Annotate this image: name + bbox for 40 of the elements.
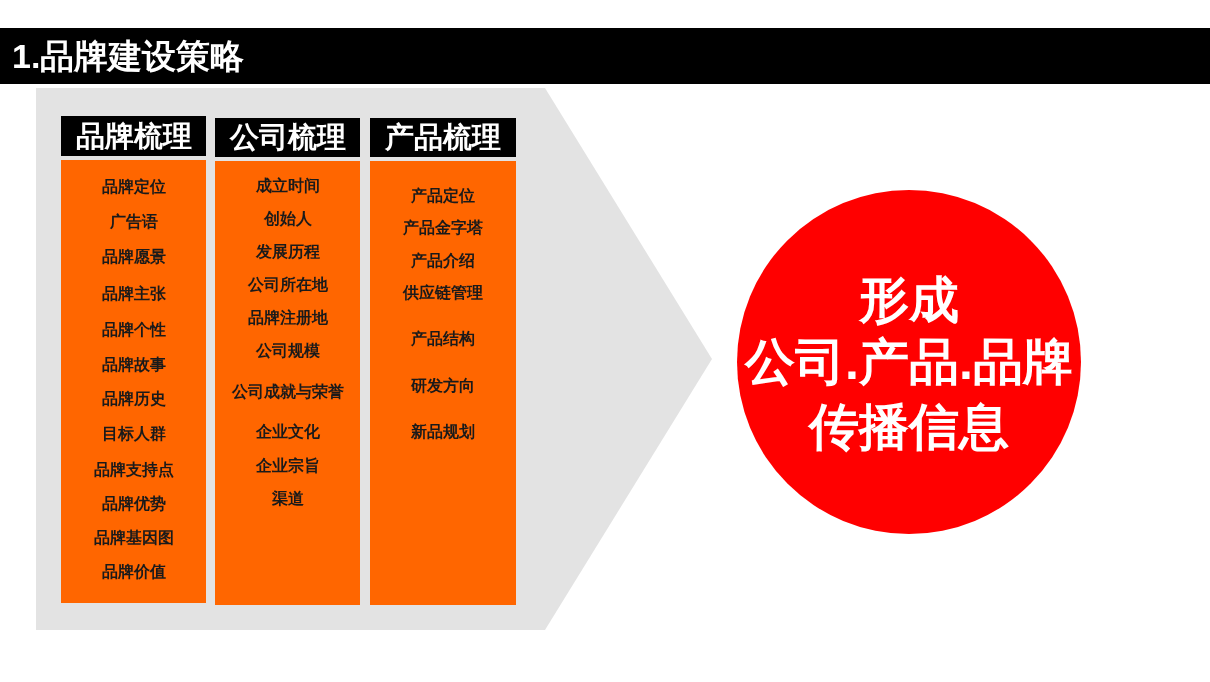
list-item: 研发方向: [410, 376, 476, 396]
list-item: 品牌主张: [100, 284, 167, 304]
list-item: 产品金字塔: [402, 218, 484, 238]
list-item: 品牌优势: [100, 494, 167, 514]
slide-title: 1.品牌建设策略: [0, 28, 1210, 84]
list-item: 目标人群: [100, 424, 167, 444]
list-item: 品牌基因图: [92, 528, 175, 548]
list-item: 企业宗旨: [254, 456, 321, 476]
list-panel: [215, 161, 360, 605]
column-heading: 公司梳理: [215, 118, 360, 157]
column-heading: 品牌梳理: [61, 116, 206, 156]
list-item: 新品规划: [410, 422, 476, 442]
list-item: 产品结构: [410, 329, 476, 349]
list-panel: [61, 160, 206, 603]
list-item: 成立时间: [254, 176, 321, 196]
list-item: 品牌历史: [100, 389, 167, 409]
list-item: 品牌注册地: [246, 308, 329, 328]
list-panel: [370, 161, 516, 605]
circle-text: 传播信息: [807, 398, 1010, 457]
list-item: 发展历程: [254, 242, 321, 262]
list-item: 公司规模: [254, 341, 321, 361]
list-item: 品牌故事: [100, 355, 167, 375]
list-item: 公司成就与荣誉: [230, 382, 345, 402]
circle-text: 公司.产品.品牌: [743, 333, 1074, 392]
list-item: 创始人: [262, 209, 313, 229]
circle-text: 形成: [858, 271, 960, 330]
list-item: 广告语: [108, 212, 159, 232]
list-item: 品牌定位: [100, 177, 167, 197]
list-item: 产品介绍: [410, 251, 476, 271]
list-item: 品牌愿景: [100, 247, 167, 267]
list-item: 产品定位: [410, 186, 476, 206]
column-heading: 产品梳理: [370, 118, 516, 157]
list-item: 公司所在地: [246, 275, 329, 295]
list-item: 品牌价值: [100, 562, 167, 582]
list-item: 渠道: [270, 489, 305, 509]
list-item: 供应链管理: [401, 283, 484, 303]
list-item: 品牌支持点: [92, 460, 175, 480]
list-item: 企业文化: [254, 422, 321, 442]
list-item: 品牌个性: [100, 320, 167, 340]
chevron-panel: [36, 88, 712, 630]
